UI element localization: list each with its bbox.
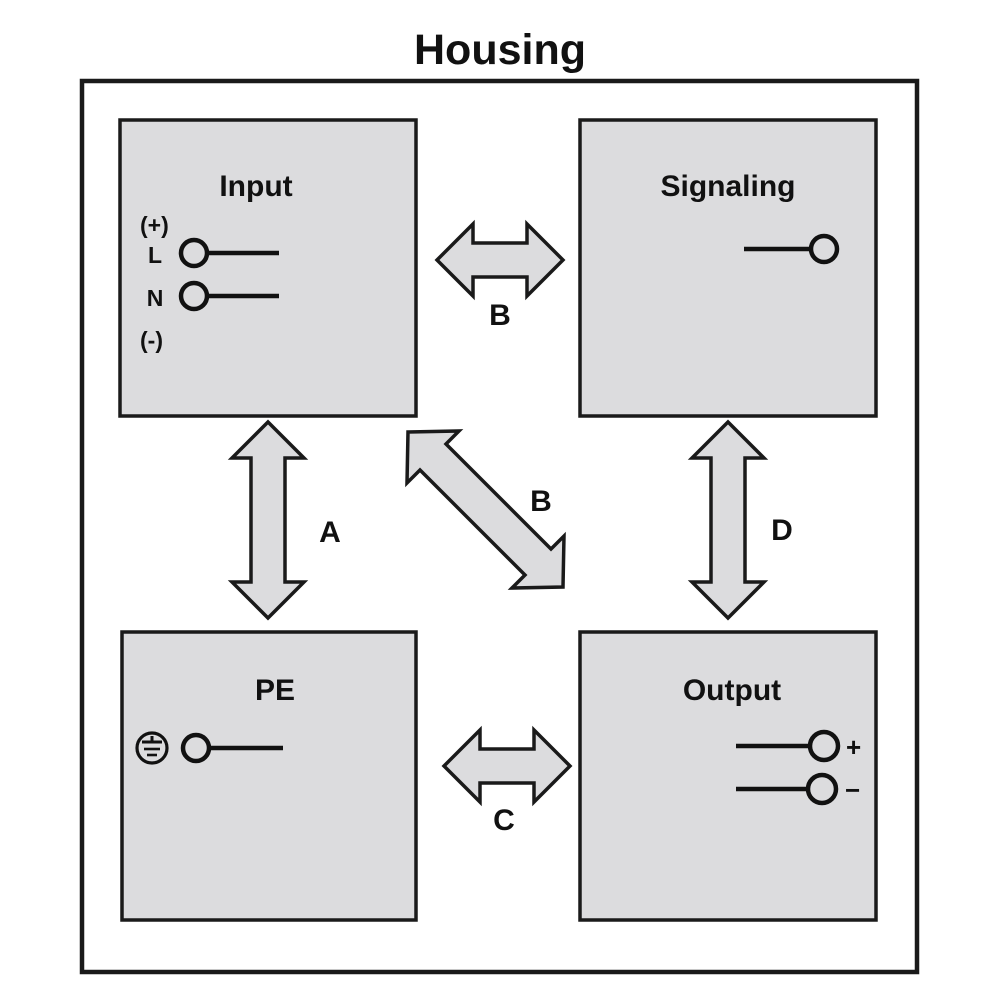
circle-terminal-icon <box>805 772 839 806</box>
input-polarity-plus-label: (+) <box>140 212 169 238</box>
block-signaling-title: Signaling <box>661 170 796 203</box>
block-pe[interactable]: PE <box>120 630 418 922</box>
arrow-a-vertical-left[interactable]: A <box>227 419 341 621</box>
arrow-c-horizontal-bottom[interactable]: C <box>441 725 573 837</box>
block-pe-title: PE <box>255 674 295 707</box>
block-pe-body <box>120 630 418 922</box>
arrow-c-horizontal-bottom-label: C <box>493 804 515 837</box>
arrow-b-diagonal-label: B <box>530 485 552 518</box>
input-polarity-minus-label: (-) <box>140 327 163 353</box>
output-terminal-plus[interactable]: + <box>736 729 861 763</box>
output-terminal-plus-label: + <box>846 732 861 762</box>
double-arrow-icon <box>227 419 309 621</box>
double-arrow-icon <box>434 219 566 301</box>
block-signaling-body <box>578 118 878 418</box>
signaling-terminal[interactable] <box>744 233 840 265</box>
arrow-b-horizontal-top[interactable]: B <box>434 219 566 332</box>
block-input-body <box>118 118 418 418</box>
protective-earth-icon <box>135 731 169 765</box>
block-output[interactable]: Output + − <box>578 630 878 922</box>
circle-terminal-icon <box>808 233 840 265</box>
arrow-a-vertical-left-label: A <box>319 516 341 549</box>
housing-boundary <box>79 78 920 975</box>
double-arrow-icon <box>405 429 566 590</box>
block-input[interactable]: Input (+) L N (-) <box>118 118 418 418</box>
block-output-title: Output <box>683 674 781 707</box>
input-terminal-n-label: N <box>147 285 164 311</box>
input-terminal-n[interactable]: N <box>147 280 279 312</box>
housing-title: Housing <box>414 26 586 74</box>
block-input-title: Input <box>219 170 292 203</box>
block-signaling[interactable]: Signaling <box>578 118 878 418</box>
input-terminal-l[interactable]: L <box>148 237 279 269</box>
double-arrow-icon <box>687 419 769 621</box>
arrow-d-vertical-right-label: D <box>771 514 793 547</box>
output-terminal-minus[interactable]: − <box>736 772 860 806</box>
double-arrow-icon <box>441 725 573 807</box>
input-terminal-l-label: L <box>148 242 162 268</box>
pe-terminal[interactable] <box>135 731 283 765</box>
arrow-b-horizontal-top-label: B <box>489 299 511 332</box>
circle-terminal-icon <box>807 729 841 763</box>
arrow-b-diagonal[interactable]: B <box>405 429 566 590</box>
arrow-d-vertical-right[interactable]: D <box>687 419 793 621</box>
output-terminal-minus-label: − <box>845 775 860 805</box>
